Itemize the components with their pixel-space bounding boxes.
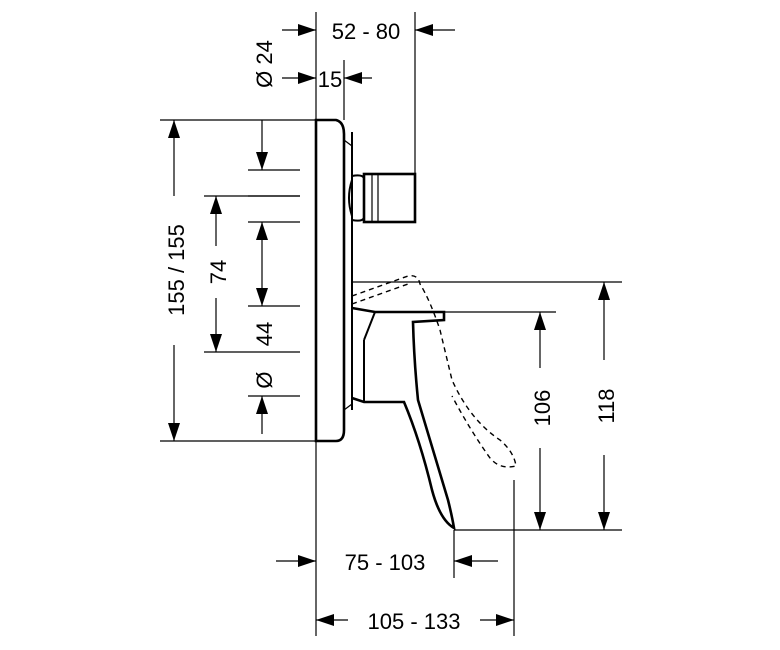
label-44: 44 <box>252 322 277 346</box>
dimension-diameter-lower: Ø <box>248 371 300 434</box>
dimension-75-103: 75 - 103 <box>276 441 498 636</box>
dimension-106: 106 <box>444 311 556 530</box>
label-75-103: 75 - 103 <box>345 550 426 575</box>
lever-handle-alt-position <box>351 274 517 468</box>
faucet-body <box>314 118 517 531</box>
label-52-80: 52 - 80 <box>332 19 401 44</box>
dimension-44: 44 <box>248 221 300 346</box>
dimension-155: 155 / 155 <box>160 119 316 442</box>
lever-handle <box>351 306 456 531</box>
label-diameter-lower: Ø <box>252 371 277 388</box>
label-74: 74 <box>206 260 231 284</box>
dimension-15: 15 <box>282 60 372 120</box>
label-155: 155 / 155 <box>164 224 189 316</box>
label-15: 15 <box>318 67 342 92</box>
dimension-118: 118 <box>352 281 622 531</box>
label-118: 118 <box>594 388 619 423</box>
label-106: 106 <box>530 390 555 427</box>
dimension-diameter-24: Ø 24 <box>248 40 300 197</box>
label-diameter-24: Ø 24 <box>252 40 277 88</box>
diverter-knob <box>348 172 417 224</box>
label-105-133: 105 - 133 <box>368 609 461 634</box>
dimension-52-80: 52 - 80 <box>282 12 455 174</box>
dimension-105-133: 105 - 133 <box>316 480 515 636</box>
wall-plate <box>314 118 346 443</box>
dimension-74: 74 <box>204 195 300 353</box>
